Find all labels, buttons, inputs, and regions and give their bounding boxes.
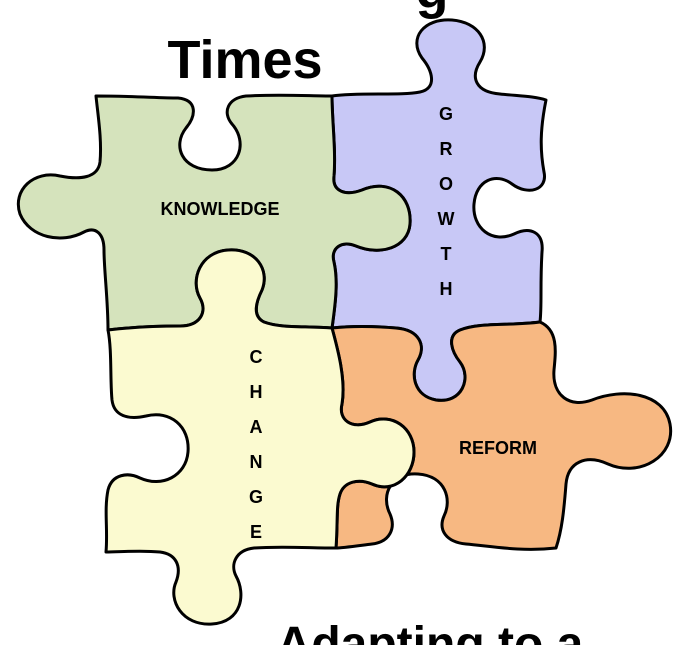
heading-adapting: Adapting to a — [277, 618, 584, 645]
growth-letter-1: G — [439, 104, 453, 124]
change-letter-3: A — [250, 417, 263, 437]
change-letter-2: H — [250, 382, 263, 402]
growth-letter-4: W — [438, 209, 455, 229]
growth-letter-5: T — [441, 244, 452, 264]
label-knowledge: KNOWLEDGE — [161, 199, 280, 219]
growth-letter-3: O — [439, 174, 453, 194]
change-letter-1: C — [250, 347, 263, 367]
puzzle-piece-change — [104, 248, 416, 626]
growth-letter-2: R — [440, 139, 453, 159]
growth-letter-6: H — [440, 279, 453, 299]
change-letter-6: E — [250, 522, 262, 542]
label-reform: REFORM — [459, 438, 537, 458]
change-letter-4: N — [250, 452, 263, 472]
heading-times: Times — [167, 30, 322, 90]
change-letter-5: G — [249, 487, 263, 507]
heading-fragment: g — [416, 0, 449, 20]
